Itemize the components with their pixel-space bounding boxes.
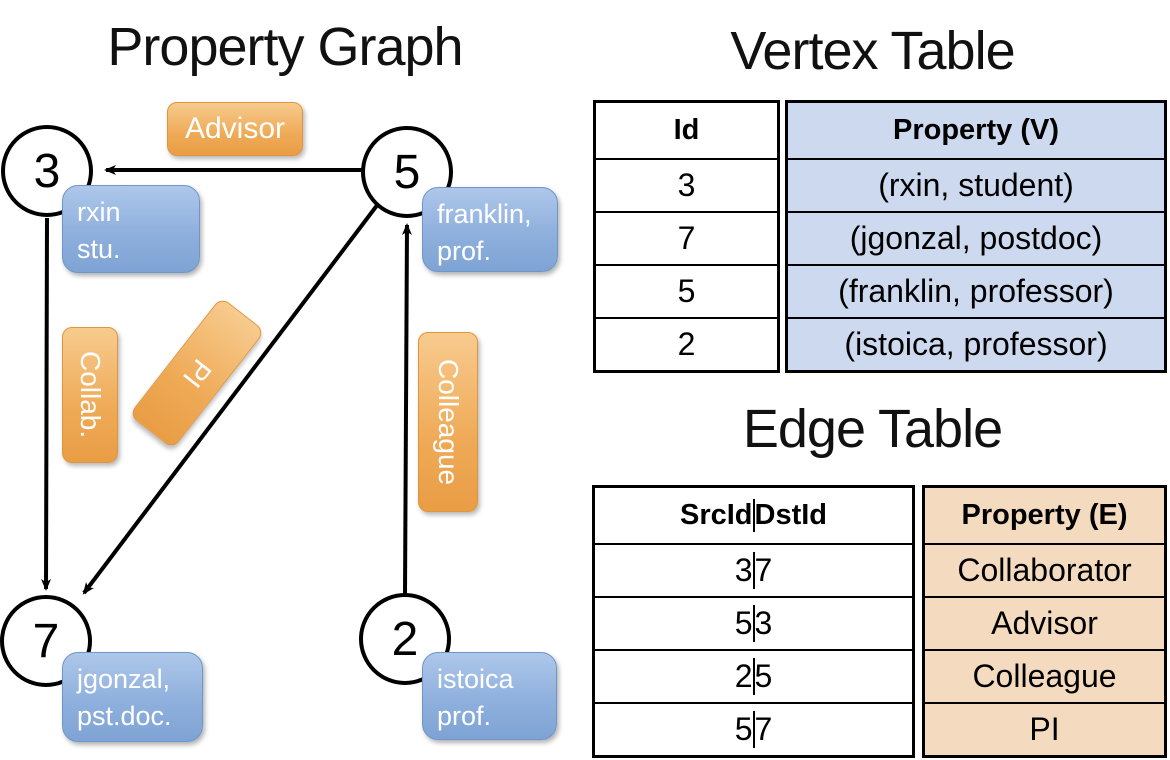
vertex-node-5-id: 5 [393,145,421,199]
edge-table-property-header: Property (E) [961,499,1128,531]
table-cell: Collaborator [925,543,1164,596]
table-cell: Advisor [925,596,1164,649]
vertex-node-3-id: 3 [33,144,61,198]
table-cell: 7 [596,211,777,264]
table-cell: (istoica, professor) [788,317,1164,370]
table-cell: Colleague [925,649,1164,702]
table-row: 2 5 [595,649,912,702]
table-cell: 3 [734,552,753,588]
vertex-property-3-line2: stu. [77,234,121,265]
table-row: 5 3 [595,596,912,649]
vertex-node-7-id: 7 [32,614,60,668]
vertex-property-7-line1: jgonzal, [77,664,171,694]
vertex-table-title: Vertex Table [730,21,1015,81]
vertex-property-box-2: istoica prof. [422,652,557,740]
table-cell: (jgonzal, postdoc) [788,211,1164,264]
vertex-table-property-header: Property (V) [893,114,1059,146]
table-row: 3 7 [595,543,912,596]
vertex-property-box-7: jgonzal, pst.doc. [62,652,203,742]
edge-table-dstid-header: DstId [752,499,828,532]
vertex-node-5: 5 [361,126,453,218]
vertex-table-id-column: Id 3 7 5 2 [593,100,780,373]
table-row: SrcId DstId [595,488,912,543]
vertex-property-box-3: rxin stu. [62,185,200,273]
table-cell: 3 [752,605,773,642]
table-cell: PI [925,702,1164,755]
table-cell: 5 [596,264,777,317]
table-cell: 7 [752,711,773,748]
property-graph-title: Property Graph [107,17,463,77]
table-cell: 5 [734,711,753,747]
edge-colleague-2-to-5 [401,223,412,595]
edge-label-advisor: Advisor [167,102,303,156]
edge-label-colleague: Colleague [418,332,478,512]
edge-table-id-columns: SrcId DstId 3 7 5 3 2 5 5 7 [592,485,915,758]
table-cell: 2 [734,658,753,694]
edge-table-srcid-header: SrcId [679,499,753,531]
vertex-property-5-line2: prof. [437,236,492,267]
vertex-property-3-line1: rxin [77,197,121,227]
vertex-node-2-id: 2 [391,612,419,666]
table-cell: (franklin, professor) [788,264,1164,317]
edge-label-collab: Collab. [62,327,118,463]
table-cell: 5 [752,658,773,695]
edge-table-property-column: Property (E) Collaborator Advisor Collea… [922,485,1167,758]
table-cell: 5 [734,605,753,641]
vertex-property-2-line1: istoica [437,664,514,694]
table-cell: 7 [752,552,773,589]
graph-edges-layer [41,165,412,595]
edge-pi-5-to-7 [82,202,380,595]
table-cell: 2 [596,317,777,370]
vertex-table-property-column: Property (V) (rxin, student) (jgonzal, p… [785,100,1167,373]
vertex-node-2: 2 [359,593,451,685]
table-cell: 3 [596,158,777,211]
edge-collab-3-to-7 [41,217,52,591]
vertex-property-7-line2: pst.doc. [77,701,172,732]
vertex-table-id-header: Id [673,114,700,146]
edge-table-title: Edge Table [742,399,1003,459]
table-row: 5 7 [595,702,912,755]
vertex-property-2-line2: prof. [437,701,492,732]
table-cell: (rxin, student) [788,158,1164,211]
vertex-property-5-line1: franklin, [437,199,532,229]
vertex-property-box-5: franklin, prof. [422,187,558,272]
